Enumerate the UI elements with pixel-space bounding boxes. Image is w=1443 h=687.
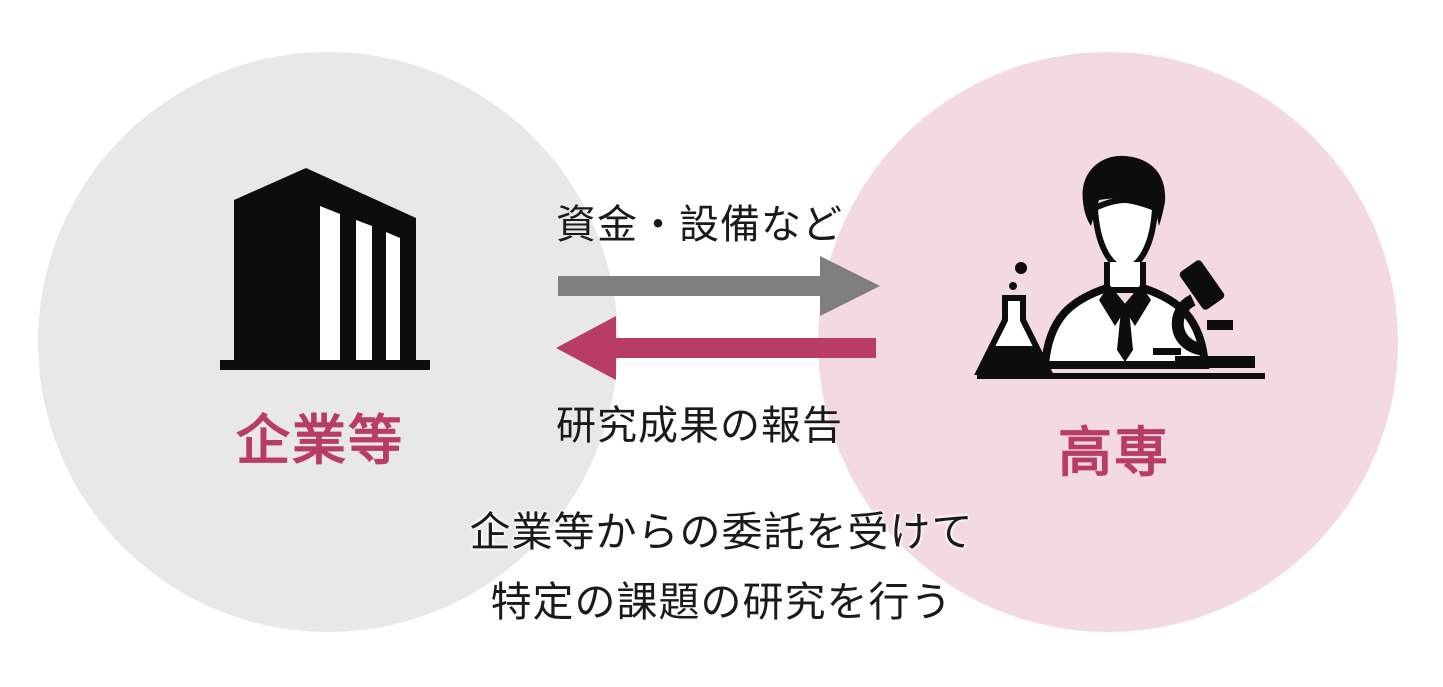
description-line-1: 企業等からの委託を受けて <box>469 508 974 556</box>
description-line-2: 特定の課題の研究を行う <box>490 578 953 626</box>
report-arrow <box>556 316 876 380</box>
scientist-icon <box>974 155 1265 379</box>
kosen-label: 高専 <box>1058 421 1170 484</box>
funding-arrow <box>558 256 880 316</box>
company-label: 企業等 <box>236 409 404 472</box>
report-caption: 研究成果の報告 <box>556 403 843 449</box>
building-icon <box>220 168 430 370</box>
funding-caption: 資金・設備など <box>556 202 843 248</box>
